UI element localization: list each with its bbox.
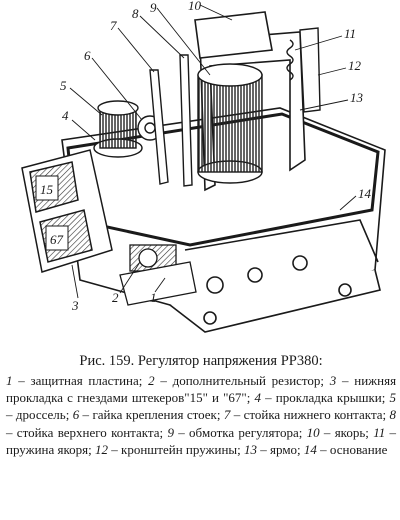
legend-number: 1 [6,373,13,388]
callout-14: 14 [358,186,372,201]
legend-text: основание [329,441,388,457]
callout-2: 2 [112,290,119,305]
legend-text: прокладка крышки; [275,390,386,406]
callout-13: 13 [350,90,364,105]
legend-text: якорь; [334,424,369,440]
legend-number: 8 [389,407,397,423]
connector-label-67: 67 [50,232,64,247]
legend-item: 6 – гайка крепления стоек; [72,407,221,423]
choke [93,100,143,158]
legend-item: 2 – дополнительный резистор; [148,373,325,388]
legend-item: 10 – якорь; [306,424,369,440]
legend-number: 6 [72,407,80,423]
callout-4: 4 [62,108,69,123]
legend-text: нижняя прокладка с гнездами штекеров"15"… [6,373,397,406]
legend-text: стойка нижнего контакта; [243,407,387,423]
figure-caption: Рис. 159. Регулятор напряжения РР380: 1 … [6,352,396,458]
regulator-winding [197,63,263,184]
callout-5: 5 [60,78,67,93]
regulator-illustration: 15 67 [21,0,386,333]
legend-number: 13 [244,441,258,457]
additional-resistor [129,244,177,272]
legend-item: 9 – обмотка регулятора; [167,424,303,440]
leader-lines [69,4,357,299]
callout-6: 6 [84,48,91,63]
legend-text: кронштейн пружины; [121,441,241,457]
callout-9: 9 [150,0,157,15]
legend-number: 3 [329,373,337,388]
legend-item: 12 – кронштейн пружины; [95,441,241,457]
legend-number: 12 [95,441,109,457]
legend-item: 3 – нижняя прокладка с гнездами штекеров… [6,373,397,406]
legend-number: 2 [148,373,155,388]
legend-item: 1 – защитная пластина; [6,373,143,388]
legend-text: ярмо; [270,441,301,457]
spring-bracket [299,27,321,113]
legend-number: 11 [373,424,386,440]
legend-number: 9 [167,424,174,440]
connector-label-15: 15 [40,182,54,197]
upper-contact-stand [179,54,193,187]
legend-item: 14 – основание [303,441,388,457]
legend-number: 14 [303,441,317,457]
legend-text: дополнительный резистор; [172,373,325,388]
connector-block [21,149,113,273]
legend-text: пружина якоря; [6,441,92,457]
legend-item: 5 – дроссель; [6,390,397,423]
caption-title: Рис. 159. Регулятор напряжения РР380: [79,353,323,369]
callout-1: 1 [150,290,157,305]
legend-text: дроссель; [15,407,70,423]
callout-3: 3 [71,298,79,313]
armature [194,11,273,59]
legend-text: обмотка регулятора; [189,424,303,440]
legend-number: 5 [389,390,397,406]
legend-item: 4 – прокладка крышки; [254,390,386,406]
legend-text: защитная пластина; [30,373,143,388]
caption-legend: 1 – защитная пластина; 2 – дополнительны… [6,372,396,458]
callout-11: 11 [344,26,356,41]
protective-plate [119,261,197,306]
legend-number: 7 [223,407,231,423]
legend-item: 8 – стойка верхнего контакта; [6,407,397,440]
legend-item: 11 – пружина якоря; [6,424,397,457]
callout-10: 10 [188,0,202,13]
lower-contact-stand [149,69,169,185]
legend-text: стойка верхнего контакта; [16,424,164,440]
legend-item: 13 – ярмо; [244,441,301,457]
legend-text: гайка крепления стоек; [92,407,221,423]
legend-number: 4 [254,390,261,406]
callout-7: 7 [110,18,117,33]
legend-item: 7 – стойка нижнего контакта; [223,407,387,423]
legend-number: 10 [306,424,320,440]
armature-spring [286,39,294,81]
callout-8: 8 [132,6,139,21]
callout-12: 12 [348,58,362,73]
